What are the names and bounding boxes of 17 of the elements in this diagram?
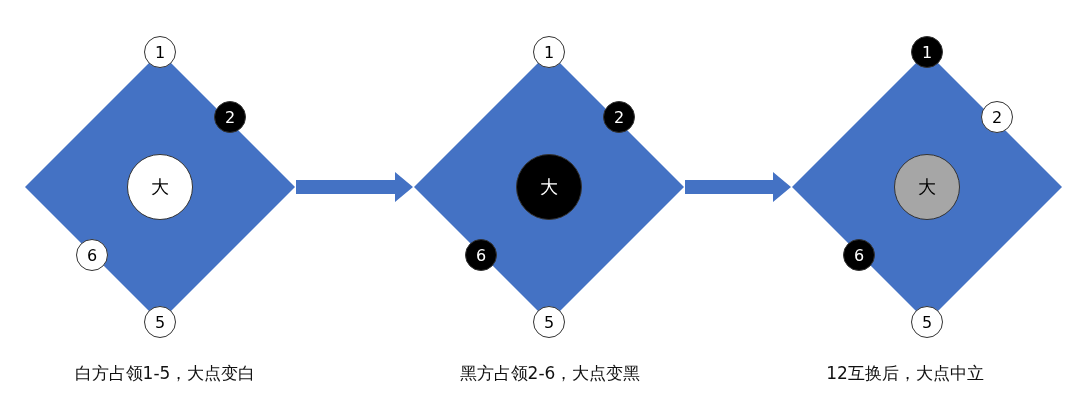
caption: 黑方占领2-6，大点变黑 [459,362,641,385]
numbered-circle: 5 [533,306,565,338]
numbered-circle: 5 [911,306,943,338]
arrow [685,172,791,202]
arrow [296,172,413,202]
numbered-circle: 2 [214,101,246,133]
numbered-circle: 6 [76,239,108,271]
caption: 12互换后，大点中立 [826,362,984,385]
numbered-circle: 2 [981,101,1013,133]
numbered-circle: 2 [603,101,635,133]
numbered-circle: 5 [144,306,176,338]
numbered-circle: 1 [533,36,565,68]
caption: 白方占领1-5，大点变白 [74,362,256,385]
numbered-circle: 6 [465,239,497,271]
numbered-circle: 6 [843,239,875,271]
numbered-circle: 1 [144,36,176,68]
numbered-circle: 1 [911,36,943,68]
